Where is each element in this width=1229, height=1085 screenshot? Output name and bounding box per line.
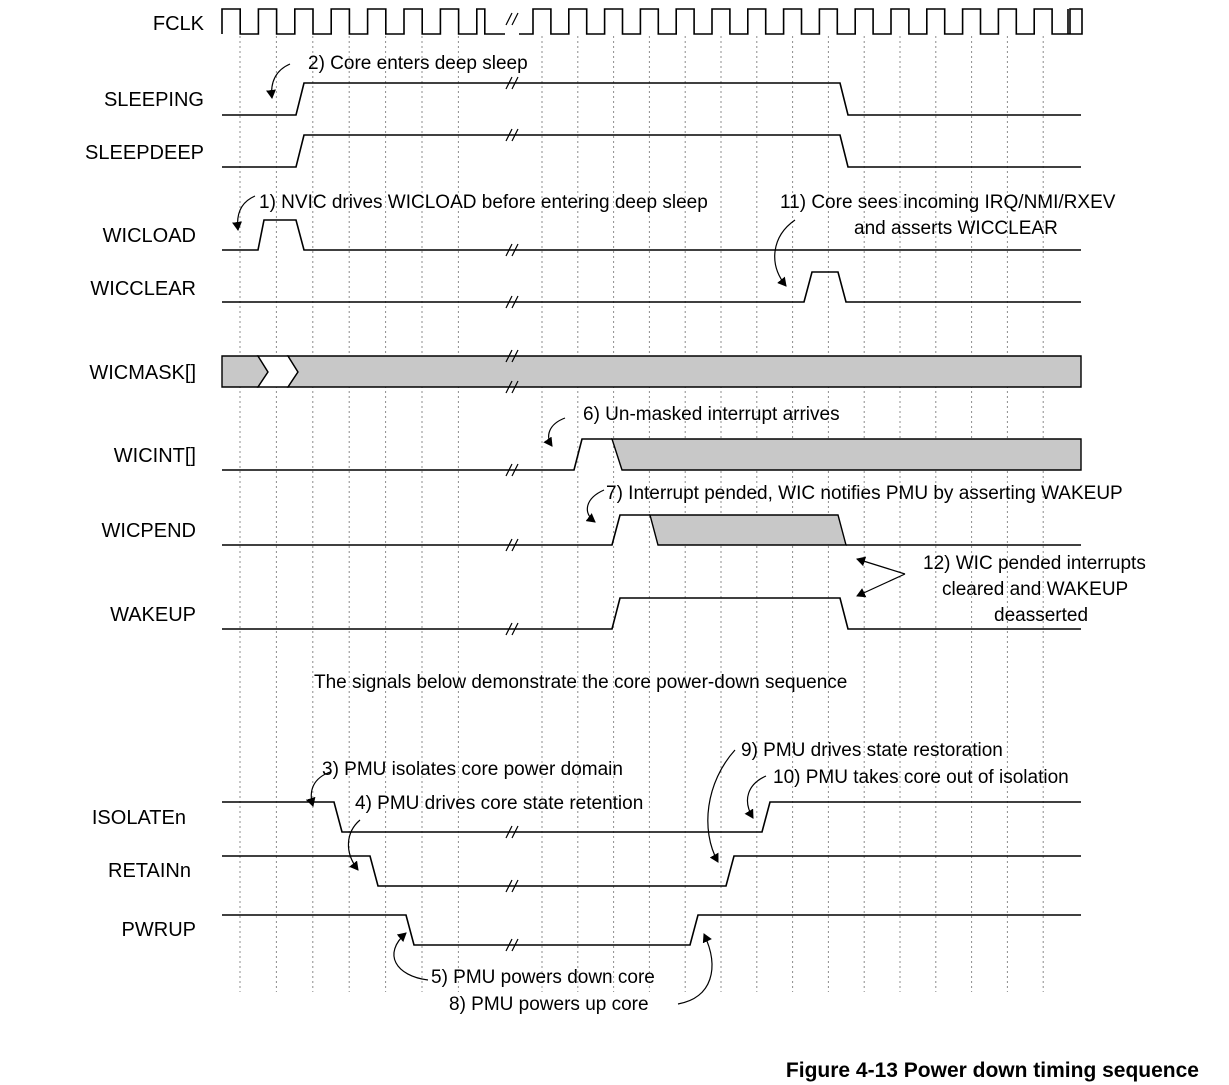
annotation-2: 2) Core enters deep sleep xyxy=(308,53,528,74)
waveforms xyxy=(221,8,1083,946)
signal-label-sleeping: SLEEPING xyxy=(104,89,204,111)
arrow-12a xyxy=(856,556,906,575)
section-note: The signals below demonstrate the core p… xyxy=(314,672,847,693)
annotation-5: 5) PMU powers down core xyxy=(431,967,655,988)
signal-label-wicmask: WICMASK[] xyxy=(89,362,196,384)
annotation-10: 10) PMU takes core out of isolation xyxy=(773,767,1069,788)
retainn-waveform xyxy=(222,855,1081,887)
annotation-12-line1: 12) WIC pended interrupts xyxy=(923,553,1146,574)
wicpend-waveform xyxy=(222,514,1081,546)
arrow-1 xyxy=(232,195,256,231)
annotation-7: 7) Interrupt pended, WIC notifies PMU by… xyxy=(606,483,1123,504)
annotation-12-line3: deasserted xyxy=(994,605,1088,626)
annotation-11-line2: and asserts WICCLEAR xyxy=(854,218,1058,239)
arrow-11 xyxy=(774,219,796,287)
sleepdeep-waveform xyxy=(222,134,1081,168)
pwrup-waveform xyxy=(222,914,1081,946)
arrow-3 xyxy=(305,771,331,807)
wicint-waveform xyxy=(222,438,1082,471)
arrow-4 xyxy=(347,819,361,871)
sleeping-waveform xyxy=(222,82,1081,116)
arrow-7 xyxy=(585,489,605,523)
arrow-9 xyxy=(707,749,736,863)
arrow-12b xyxy=(856,573,906,598)
figure-caption: Figure 4-13 Power down timing sequence xyxy=(786,1059,1199,1082)
fclk-waveform xyxy=(221,8,1083,35)
annotation-1: 1) NVIC drives WICLOAD before entering d… xyxy=(259,192,708,213)
annotation-6: 6) Un-masked interrupt arrives xyxy=(583,404,840,425)
arrow-10 xyxy=(744,775,767,819)
signal-label-wicpend: WICPEND xyxy=(102,520,196,542)
arrow-6 xyxy=(543,417,566,447)
arrow-5 xyxy=(393,932,429,981)
signal-label-fclk: FCLK xyxy=(153,13,205,35)
wicclear-waveform xyxy=(222,271,1081,303)
annotation-11-line1: 11) Core sees incoming IRQ/NMI/RXEV xyxy=(780,192,1116,213)
signal-label-wicclear: WICCLEAR xyxy=(90,278,196,300)
signal-label-wakeup: WAKEUP xyxy=(110,604,196,626)
signal-label-isolaten: ISOLATEn xyxy=(92,807,186,829)
wicload-waveform xyxy=(222,219,1081,251)
annotation-9: 9) PMU drives state restoration xyxy=(741,740,1003,761)
clock-grid-lines xyxy=(239,36,1044,992)
wakeup-waveform xyxy=(222,597,1081,630)
annotation-arrows xyxy=(232,63,906,1005)
signal-label-wicload: WICLOAD xyxy=(103,225,196,247)
signal-label-sleepdeep: SLEEPDEEP xyxy=(85,142,204,164)
isolaten-waveform xyxy=(222,801,1081,833)
arrow-8 xyxy=(677,933,713,1005)
arrow-2 xyxy=(266,63,291,99)
signal-label-retainn: RETAINn xyxy=(108,860,191,882)
signal-label-pwrup: PWRUP xyxy=(122,919,196,941)
time-break-markers xyxy=(505,12,519,952)
signal-label-wicint: WICINT[] xyxy=(114,445,196,467)
signal-labels: FCLK SLEEPING SLEEPDEEP WICLOAD WICCLEAR… xyxy=(85,13,205,941)
annotation-3: 3) PMU isolates core power domain xyxy=(322,759,623,780)
annotations: 2) Core enters deep sleep 1) NVIC drives… xyxy=(259,53,1146,1015)
annotation-4: 4) PMU drives core state retention xyxy=(355,793,643,814)
annotation-8: 8) PMU powers up core xyxy=(449,994,649,1015)
annotation-12-line2: cleared and WAKEUP xyxy=(942,579,1128,600)
wicmask-waveform xyxy=(221,355,1082,388)
